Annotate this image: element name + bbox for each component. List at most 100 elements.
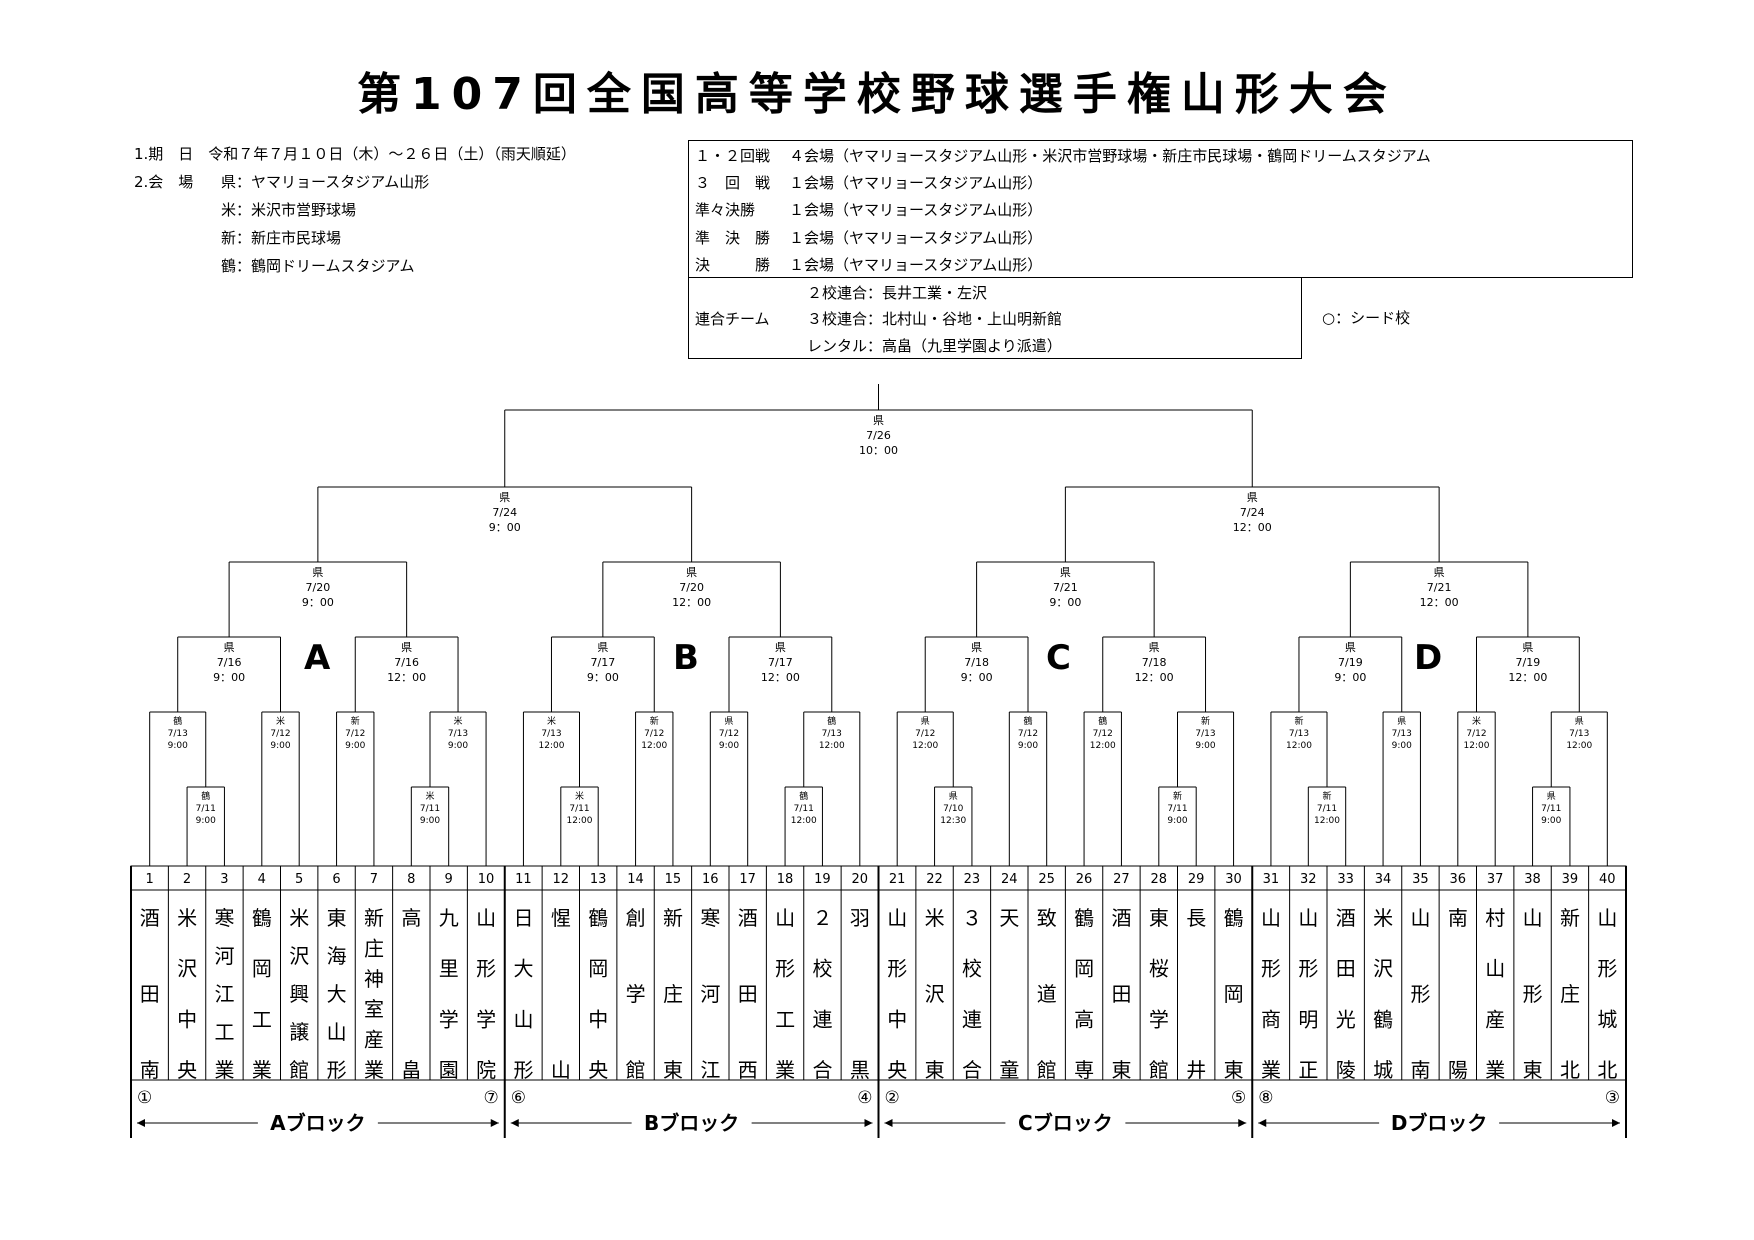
r3-label-date: 7/18 [1142, 656, 1167, 669]
team-name-char: 中 [887, 1007, 907, 1031]
block-letter-b: B [673, 638, 699, 678]
team-name-char: 中 [177, 1007, 197, 1031]
joint-row-2: ２校連合：長井工業・左沢 [807, 284, 988, 302]
team-name-char: 九 [439, 906, 459, 930]
r2-label-date: 7/12 [644, 729, 664, 739]
r2-label-time: 12:00 [1090, 741, 1116, 751]
team-name-char: 央 [588, 1058, 608, 1082]
team-name-char: 央 [177, 1058, 197, 1082]
team-name-char: 米 [289, 906, 309, 930]
team-number: 20 [852, 872, 869, 887]
r2-label-time: 9:00 [270, 741, 290, 751]
r3-label-time: 12：00 [387, 671, 426, 684]
team-name-char: 産 [1485, 1007, 1505, 1031]
team-name-char: 形 [327, 1058, 347, 1082]
sf-label-date: 7/24 [1240, 506, 1265, 519]
team-number: 16 [702, 872, 719, 887]
r2-label-venue: 米 [547, 715, 556, 727]
r1-label-date: 7/11 [420, 804, 440, 814]
team-name-char: 東 [925, 1058, 945, 1082]
team-name-char: 学 [439, 1007, 459, 1031]
r1-label-time: 12:00 [567, 816, 593, 826]
team-number: 1 [146, 872, 154, 887]
seed-mark: ③ [1605, 1088, 1620, 1108]
team-number: 31 [1263, 872, 1280, 887]
r2-label-venue: 新 [1201, 715, 1210, 727]
r1-label-venue: 米 [425, 790, 434, 802]
r2-label-time: 12:00 [912, 741, 938, 751]
round-label-final: 決 勝 [695, 256, 771, 274]
team-name-char: 工 [214, 1020, 234, 1044]
team-name-char: 庄 [663, 982, 683, 1006]
team-name-char: 商 [1261, 1007, 1281, 1031]
r2-label-time: 9:00 [1195, 741, 1215, 751]
qf-label-date: 7/21 [1053, 581, 1078, 594]
team-name-char: 鶴 [252, 906, 272, 930]
r1-label-date: 7/11 [1167, 804, 1187, 814]
arrowhead-left [510, 1119, 519, 1127]
page-title: 第107回全国高等学校野球選手権山形大会 [357, 69, 1397, 120]
r2-label-venue: 新 [1294, 715, 1303, 727]
team-name-char: 鶴 [588, 906, 608, 930]
r1-label-date: 7/10 [943, 804, 963, 814]
r2-label-time: 9:00 [1392, 741, 1412, 751]
round-label-3: ３ 回 戦 [695, 174, 771, 192]
qf-label-time: 9：00 [302, 596, 334, 609]
team-number: 27 [1113, 872, 1130, 887]
team-name-char: 酒 [140, 906, 160, 930]
venue-ken: 県：ヤマリョースタジアム山形 [221, 173, 430, 191]
qf-label-time: 12：00 [672, 596, 711, 609]
seed-mark: ⑧ [1258, 1088, 1273, 1108]
team-name-char: 学 [1149, 1007, 1169, 1031]
team-name-char: 東 [1523, 1058, 1543, 1082]
r2-label-venue: 鶴 [1023, 715, 1032, 727]
team-number: 24 [1001, 872, 1018, 887]
r2-label-time: 12:00 [1464, 741, 1490, 751]
team-name-char: 業 [252, 1058, 272, 1082]
team-name-char: 山 [887, 906, 907, 930]
team-name-char: 沢 [1373, 957, 1393, 981]
team-name-char: 田 [1336, 957, 1356, 981]
team-number: 32 [1300, 872, 1317, 887]
team-number: 28 [1151, 872, 1168, 887]
team-number: 35 [1412, 872, 1429, 887]
arrowhead-left [1258, 1119, 1267, 1127]
r3-label-venue: 県 [597, 641, 608, 654]
r2-label-time: 9:00 [345, 741, 365, 751]
team-number: 39 [1562, 872, 1579, 887]
team-name-char: 合 [962, 1058, 982, 1082]
qf-label-time: 12：00 [1420, 596, 1459, 609]
team-name-char: 山 [551, 1058, 571, 1082]
venue-yone: 米：米沢市営野球場 [221, 201, 357, 219]
r3-label-date: 7/18 [964, 656, 989, 669]
r2-label-date: 7/12 [719, 729, 739, 739]
r1-label-venue: 鶴 [201, 790, 210, 802]
seed-note: ○：シード校 [1322, 309, 1411, 327]
team-name-char: 米 [925, 906, 945, 930]
team-name-char: 酒 [1111, 906, 1131, 930]
joint-row-rental: レンタル：高畠（九里学園より派遣） [807, 337, 1062, 355]
seed-mark: ② [885, 1088, 900, 1108]
team-number: 4 [258, 872, 266, 887]
r2-label-date: 7/13 [1195, 729, 1215, 739]
team-name-char: 東 [1224, 1058, 1244, 1082]
r3-label-date: 7/16 [394, 656, 419, 669]
r3-label-venue: 県 [1345, 641, 1356, 654]
team-number: 23 [964, 872, 981, 887]
team-number: 15 [665, 872, 682, 887]
qf-label-venue: 県 [312, 566, 323, 579]
qf-label-date: 7/20 [306, 581, 331, 594]
team-name-char: 館 [1037, 1058, 1057, 1082]
team-name-char: 寒 [700, 906, 720, 930]
team-name-char: 井 [1186, 1058, 1206, 1082]
r2-label-time: 12:00 [641, 741, 667, 751]
qf-label-venue: 県 [686, 566, 697, 579]
team-name-char: 高 [1074, 1007, 1094, 1031]
r3-label-date: 7/17 [591, 656, 616, 669]
round-value-qf: １会場（ヤマリョースタジアム山形） [789, 201, 1043, 219]
venues-label: 2.会 場 [134, 173, 194, 191]
team-name-char: 新 [364, 906, 384, 930]
team-name-char: 沢 [177, 957, 197, 981]
arrowhead-left [137, 1119, 145, 1127]
r1-label-date: 7/11 [1317, 804, 1337, 814]
